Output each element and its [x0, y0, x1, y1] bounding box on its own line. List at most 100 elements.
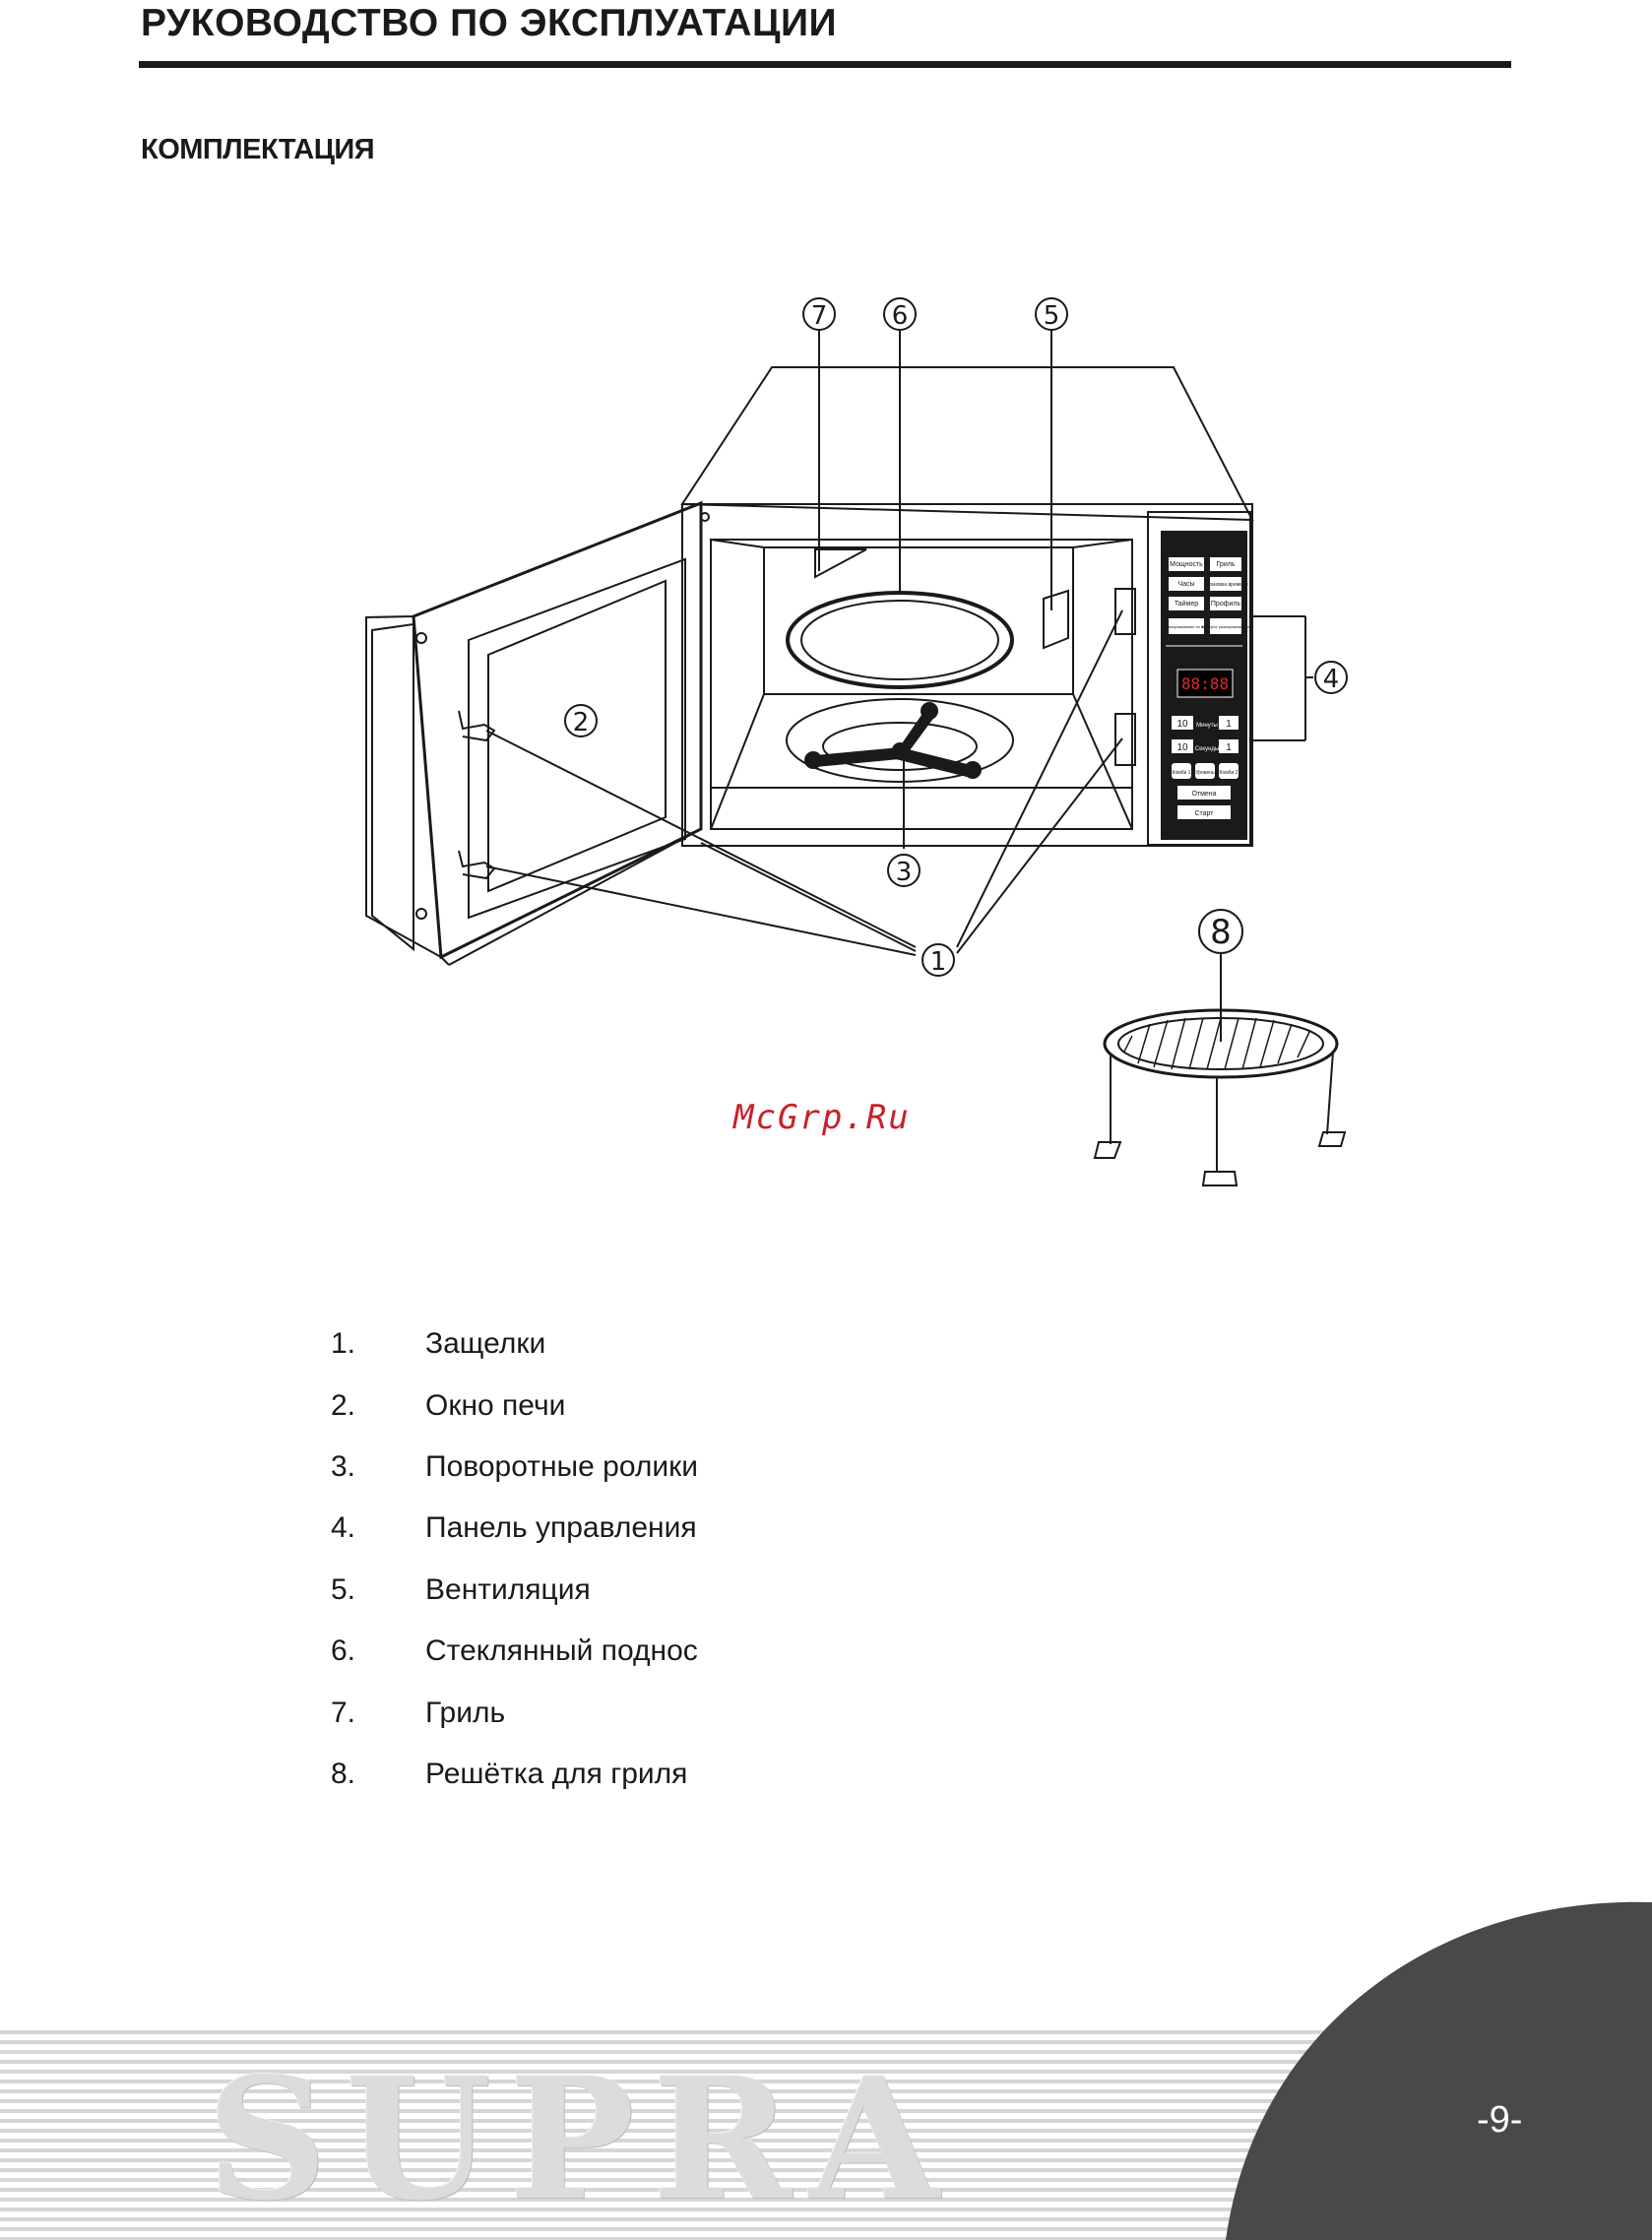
- start-label: Старт: [1194, 810, 1214, 817]
- callout-5: [1035, 297, 1068, 331]
- callout-8-label: 8: [1210, 913, 1232, 952]
- list-item-number: 6.: [331, 1634, 356, 1668]
- seconds-label: Секунды: [1195, 746, 1220, 752]
- list-item-label: Панель управления: [425, 1511, 697, 1545]
- microwave-diagram: Мощность Гриль Часы Установка времени Та…: [365, 297, 1348, 1186]
- callout-2: [564, 704, 598, 737]
- clock-label: Часы: [1177, 581, 1194, 588]
- footer-stripe: [0, 2070, 1652, 2074]
- parts-list: 1. Защелки 2. Окно печи 3. Поворотные ролик…: [331, 1313, 698, 1805]
- footer-stripe: [0, 2050, 1652, 2054]
- list-item-label: Поворотные ролики: [425, 1449, 698, 1483]
- footer-stripe: [0, 2119, 1652, 2123]
- footer-stripe: [0, 2217, 1652, 2221]
- latch-slot-bottom: [1114, 713, 1136, 766]
- footer-stripe: [0, 2237, 1652, 2240]
- combo1-label: Комби 1: [1173, 770, 1191, 776]
- footer-stripe: [0, 2188, 1652, 2192]
- list-item-number: 3.: [331, 1449, 356, 1483]
- footer-stripe: [0, 2080, 1652, 2083]
- callout-4: [1314, 661, 1348, 694]
- grill-element: [814, 548, 867, 579]
- footer-stripe: [0, 2099, 1652, 2103]
- minutes-right-value: 1: [1226, 719, 1232, 730]
- control-panel-frame: [1147, 511, 1251, 846]
- footer-stripe: [0, 2089, 1652, 2093]
- callout-2-label: 2: [573, 708, 590, 737]
- minutes-label: Минуты: [1196, 723, 1218, 729]
- seconds-right-value: 1: [1226, 742, 1232, 753]
- defrost-weight-button: [1169, 618, 1204, 634]
- callout-6-label: 6: [892, 301, 909, 331]
- footer-stripe: [0, 2208, 1652, 2211]
- callout-3-label: 3: [896, 858, 913, 887]
- callout-1: [921, 943, 955, 977]
- oven-window: [487, 579, 667, 893]
- footer-stripe: [0, 2040, 1652, 2044]
- watermark: McGrp.Ru: [733, 1098, 911, 1137]
- quick-defrost-label: Быстрое размораживание: [1202, 624, 1250, 629]
- footer-stripe: [0, 2198, 1652, 2202]
- footer-stripe: [0, 2129, 1652, 2133]
- list-item: 8. Решётка для гриля: [331, 1744, 698, 1805]
- list-item: 3. Поворотные ролики: [331, 1437, 698, 1498]
- list-item: 2. Окно печи: [331, 1375, 698, 1436]
- list-item: 1. Защелки: [331, 1313, 698, 1375]
- footer-stripe: [0, 2030, 1652, 2034]
- power-label: Мощность: [1170, 561, 1203, 568]
- display: [1176, 669, 1234, 698]
- cavity-outer: [710, 539, 1133, 830]
- callout-1-label: 1: [930, 947, 947, 977]
- list-item-label: Вентиляция: [425, 1572, 591, 1606]
- microwave-top: [680, 366, 1254, 522]
- footer-stripe: [0, 2060, 1652, 2064]
- title-rule: [139, 61, 1511, 68]
- grill-rack: [1103, 1008, 1339, 1079]
- callout-3: [887, 854, 921, 887]
- profile-button: [1210, 597, 1241, 610]
- power-button: [1169, 557, 1204, 571]
- list-item-number: 2.: [331, 1388, 356, 1422]
- cancel-label: Отмена: [1191, 791, 1216, 798]
- door-latch-top: [458, 710, 496, 742]
- microwave-body: [681, 503, 1253, 847]
- list-item-label: Решётка для гриля: [425, 1757, 688, 1790]
- list-item-label: Защелки: [425, 1327, 546, 1361]
- brand-logo: SUPRA: [207, 2041, 958, 2238]
- list-item: 4. Панель управления: [331, 1498, 698, 1559]
- rotating-rollers: [804, 702, 982, 779]
- list-item-number: 4.: [331, 1511, 356, 1545]
- callout-7-label: 7: [811, 301, 828, 331]
- callout-5-label: 5: [1044, 301, 1060, 331]
- footer-stripe: [0, 2148, 1652, 2152]
- roller-ring: [786, 698, 1014, 783]
- list-item-number: 8.: [331, 1757, 356, 1790]
- list-item-label: Стеклянный поднос: [425, 1634, 698, 1668]
- footer-stripe: [0, 2227, 1652, 2231]
- latch-slot-top: [1114, 588, 1136, 635]
- list-item: 7. Гриль: [331, 1682, 698, 1743]
- footer-stripe: [0, 2139, 1652, 2143]
- list-item-label: Гриль: [425, 1696, 506, 1729]
- cavity-inner: [763, 546, 1074, 695]
- list-item-number: 7.: [331, 1696, 356, 1729]
- callout-8: [1198, 909, 1243, 954]
- list-item-number: 1.: [331, 1327, 356, 1361]
- list-item-number: 5.: [331, 1572, 356, 1606]
- footer-stripe: [0, 2109, 1652, 2113]
- quick-defrost-button: [1210, 618, 1241, 634]
- minutes-left-value: 10: [1176, 719, 1188, 730]
- footer-stripes: [0, 2030, 1652, 2240]
- level-label: Уровень: [1195, 770, 1215, 776]
- seconds-left-value: 10: [1176, 742, 1188, 753]
- set-time-button: [1210, 577, 1241, 591]
- list-item-label: Окно печи: [425, 1388, 566, 1422]
- grill-label: Гриль: [1217, 561, 1236, 568]
- clock-button: [1169, 577, 1204, 591]
- callout-6: [883, 297, 917, 331]
- vent: [1043, 589, 1069, 650]
- list-item: 5. Вентиляция: [331, 1560, 698, 1621]
- timer-button: [1169, 597, 1204, 610]
- callout-7: [802, 297, 836, 331]
- list-item: 6. Стеклянный поднос: [331, 1621, 698, 1682]
